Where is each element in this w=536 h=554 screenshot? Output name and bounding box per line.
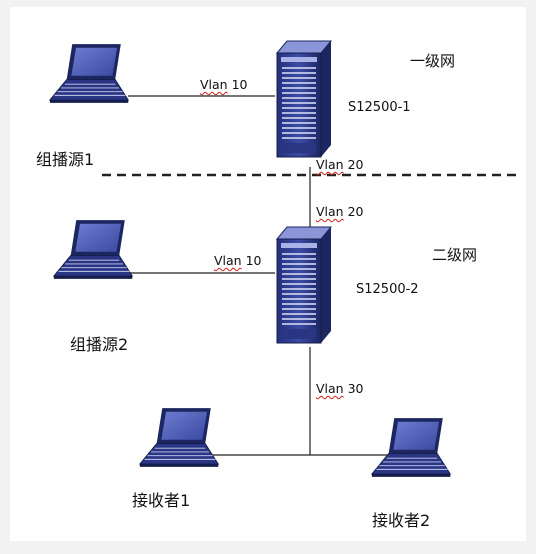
vlan-prefix: Vlan bbox=[200, 77, 228, 92]
vlan-label-sw1-uplink: Vlan 20 bbox=[316, 157, 364, 172]
vlan-prefix: Vlan bbox=[214, 253, 242, 268]
links bbox=[128, 95, 415, 456]
vlan-prefix: Vlan bbox=[316, 157, 344, 172]
laptop-icon bbox=[53, 219, 133, 280]
laptop-icon bbox=[49, 43, 129, 104]
host-label-receiver1: 接收者1 bbox=[132, 491, 191, 510]
tier-label-level1: 一级网 bbox=[410, 52, 456, 70]
vlan-label-sw1-source: Vlan 10 bbox=[200, 77, 248, 92]
vlan-id: 30 bbox=[347, 381, 364, 396]
switch-label-s2: S12500-2 bbox=[356, 282, 419, 297]
vlan-prefix: Vlan bbox=[316, 204, 344, 219]
vlan-id: 20 bbox=[347, 157, 364, 172]
topology-drawing bbox=[49, 40, 518, 478]
vlan-label-sw2-receivers: Vlan 30 bbox=[316, 381, 364, 396]
host-label-receiver2: 接收者2 bbox=[372, 511, 431, 530]
switch-s12500-2 bbox=[276, 226, 332, 344]
host-label-source1: 组播源1 bbox=[36, 150, 95, 169]
rack-switch-icon bbox=[276, 226, 332, 344]
switch-label-s1: S12500-1 bbox=[348, 100, 411, 115]
vlan-id: 10 bbox=[245, 253, 262, 268]
vlan-label-sw2-source: Vlan 10 bbox=[214, 253, 262, 268]
host-label-source2: 组播源2 bbox=[70, 335, 129, 354]
vlan-id: 10 bbox=[231, 77, 248, 92]
rack-switch-icon bbox=[276, 40, 332, 158]
switch-s12500-1 bbox=[276, 40, 332, 158]
tier-label-level2: 二级网 bbox=[432, 246, 478, 264]
vlan-id: 20 bbox=[347, 204, 364, 219]
vlan-prefix: Vlan bbox=[316, 381, 344, 396]
laptop-icon bbox=[371, 417, 451, 478]
vlan-label-sw2-uplink: Vlan 20 bbox=[316, 204, 364, 219]
laptop-icon bbox=[139, 407, 219, 468]
network-diagram: 一级网 二级网 S12500-1 S12500-2 Vlan 10 Vlan 2… bbox=[10, 7, 526, 541]
